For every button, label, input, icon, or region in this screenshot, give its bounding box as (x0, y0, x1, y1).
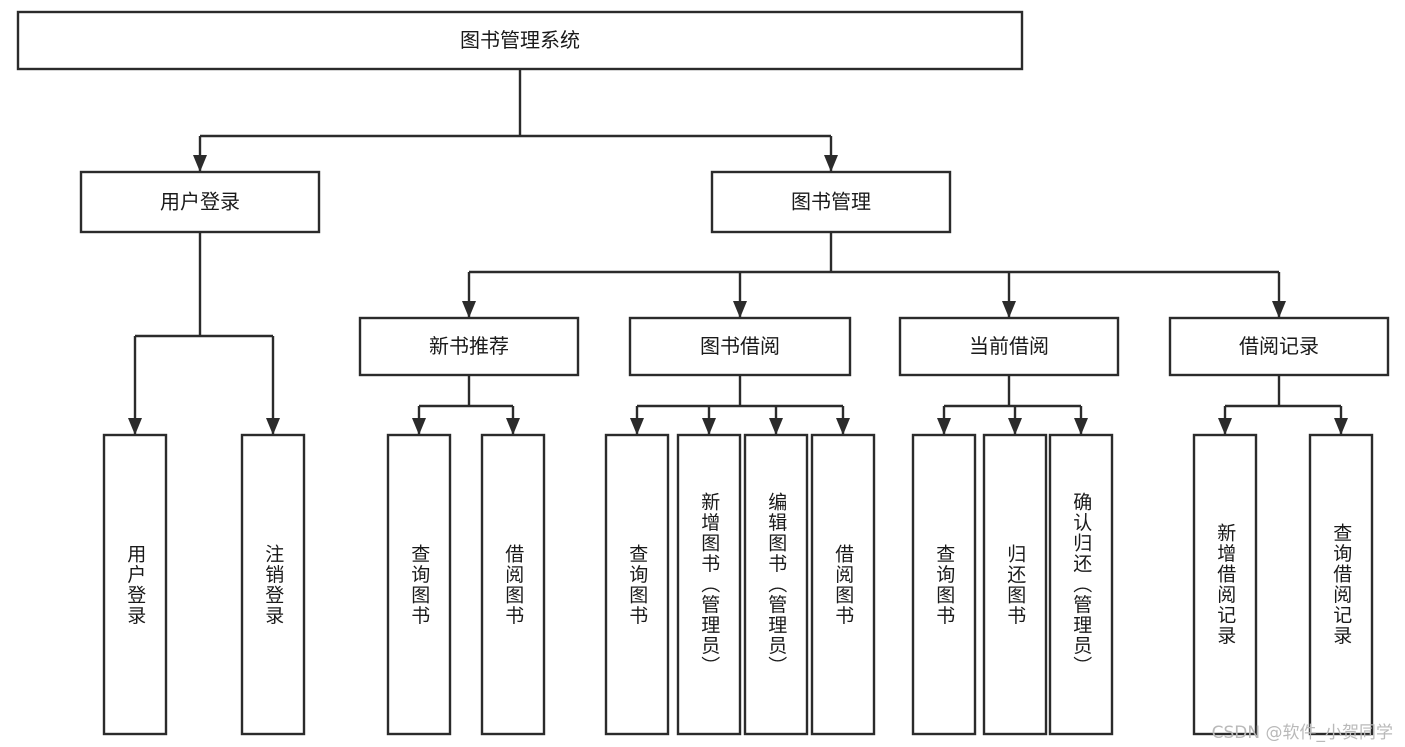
arrow-head-icon (824, 155, 838, 172)
node-box-leaf-return-book[interactable] (982, 433, 1048, 736)
arrow-head-icon (462, 301, 476, 318)
node-box-leaf-query-book-current[interactable] (911, 433, 977, 736)
node-box-book-borrow[interactable] (628, 316, 852, 377)
node-box-layer (16, 10, 1390, 736)
node-box-leaf-add-borrow-record[interactable] (1192, 433, 1258, 736)
arrow-head-icon (769, 418, 783, 435)
arrow-head-icon (1008, 418, 1022, 435)
arrow-head-icon (1218, 418, 1232, 435)
arrow-head-icon (128, 418, 142, 435)
node-box-leaf-query-book-borrow[interactable] (604, 433, 670, 736)
node-label-new-book-recommend: 新书推荐 (429, 334, 509, 358)
node-box-leaf-borrow-book-recommend[interactable] (480, 433, 546, 736)
arrow-head-icon (1074, 418, 1088, 435)
node-box-user-login[interactable] (79, 170, 321, 234)
arrow-head-icon (733, 301, 747, 318)
node-box-leaf-user-login[interactable] (102, 433, 168, 736)
arrow-head-icon (412, 418, 426, 435)
node-box-leaf-add-book-admin[interactable] (676, 433, 742, 736)
node-box-leaf-query-book-recommend[interactable] (386, 433, 452, 736)
node-label-user-login: 用户登录 (160, 190, 240, 214)
arrow-head-icon (506, 418, 520, 435)
arrow-head-icon (836, 418, 850, 435)
node-box-borrow-record[interactable] (1168, 316, 1390, 377)
arrow-head-icon (702, 418, 716, 435)
node-box-current-borrow[interactable] (898, 316, 1120, 377)
node-box-leaf-confirm-return-admin[interactable] (1048, 433, 1114, 736)
node-box-leaf-logout-login[interactable] (240, 433, 306, 736)
arrow-head-icon (1272, 301, 1286, 318)
node-box-book-management[interactable] (710, 170, 952, 234)
connector-layer (128, 69, 1348, 435)
node-box-leaf-borrow-book[interactable] (810, 433, 876, 736)
node-label-book-management: 图书管理 (791, 190, 871, 214)
arrow-head-icon (937, 418, 951, 435)
watermark-text: CSDN @软件_小贺同学 (1211, 723, 1393, 743)
arrow-head-icon (630, 418, 644, 435)
arrow-head-icon (1002, 301, 1016, 318)
node-label-current-borrow: 当前借阅 (969, 334, 1049, 358)
node-box-new-book-recommend[interactable] (358, 316, 580, 377)
node-label-root: 图书管理系统 (460, 28, 580, 52)
arrow-head-icon (266, 418, 280, 435)
node-label-book-borrow: 图书借阅 (700, 334, 780, 358)
node-label-borrow-record: 借阅记录 (1239, 334, 1319, 358)
node-box-leaf-edit-book-admin[interactable] (743, 433, 809, 736)
node-box-root[interactable] (16, 10, 1024, 71)
arrow-head-icon (193, 155, 207, 172)
arrow-head-icon (1334, 418, 1348, 435)
node-box-leaf-query-borrow-record[interactable] (1308, 433, 1374, 736)
